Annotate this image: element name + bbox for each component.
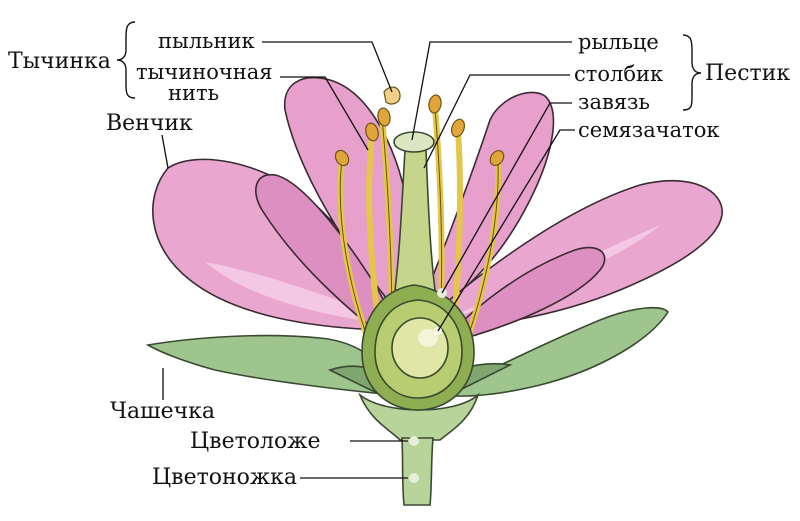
corolla-petals [152, 76, 723, 347]
label-pistil: Пестик [705, 61, 790, 86]
leader-anther [262, 41, 393, 93]
label-ovule: семязачаток [578, 118, 720, 142]
sepal-right [437, 307, 669, 397]
leader-style [423, 74, 570, 169]
pistil-style [394, 149, 436, 291]
anther-5 [450, 118, 466, 138]
label-receptacle: Цветоложе [190, 429, 321, 454]
ovule-highlight [418, 329, 438, 347]
anther-1 [334, 149, 350, 167]
pistil [361, 131, 475, 411]
label-corolla: Венчик [106, 111, 193, 136]
label-pedicel: Цветоножка [152, 465, 297, 490]
anther-labelled [383, 86, 401, 105]
label-filament-line1: тычиночная [136, 60, 273, 84]
anther-6 [489, 149, 505, 167]
leader-lines [161, 41, 575, 479]
label-stigma: рыльце [578, 30, 659, 54]
receptacle-group [358, 392, 480, 506]
leader-ovary [441, 102, 572, 294]
petal-front-left [255, 174, 396, 347]
leader-corolla [161, 134, 169, 169]
anther-3 [377, 107, 391, 127]
sepal-left [145, 334, 397, 396]
anther-4 [428, 94, 442, 114]
leader-ovule [437, 129, 575, 332]
label-style: столбик [574, 62, 663, 86]
pedicel-stalk [401, 437, 434, 506]
petal-front-right [437, 246, 606, 347]
receptacle-dot [409, 436, 419, 446]
label-calyx: Чашечка [110, 399, 215, 424]
brace-pistil [682, 34, 702, 111]
pedicel-dot [409, 473, 419, 483]
label-stamen: Тычинка [8, 49, 111, 74]
label-filament-line2: нить [168, 81, 219, 105]
leader-filament [280, 76, 369, 151]
label-anther: пыльник [158, 29, 255, 53]
anther-2 [365, 122, 379, 142]
leader-stigma [411, 41, 572, 141]
pistil-stigma [393, 131, 435, 153]
brace-stamen [116, 21, 136, 99]
label-ovary: завязь [578, 90, 650, 114]
ovule [391, 317, 449, 379]
